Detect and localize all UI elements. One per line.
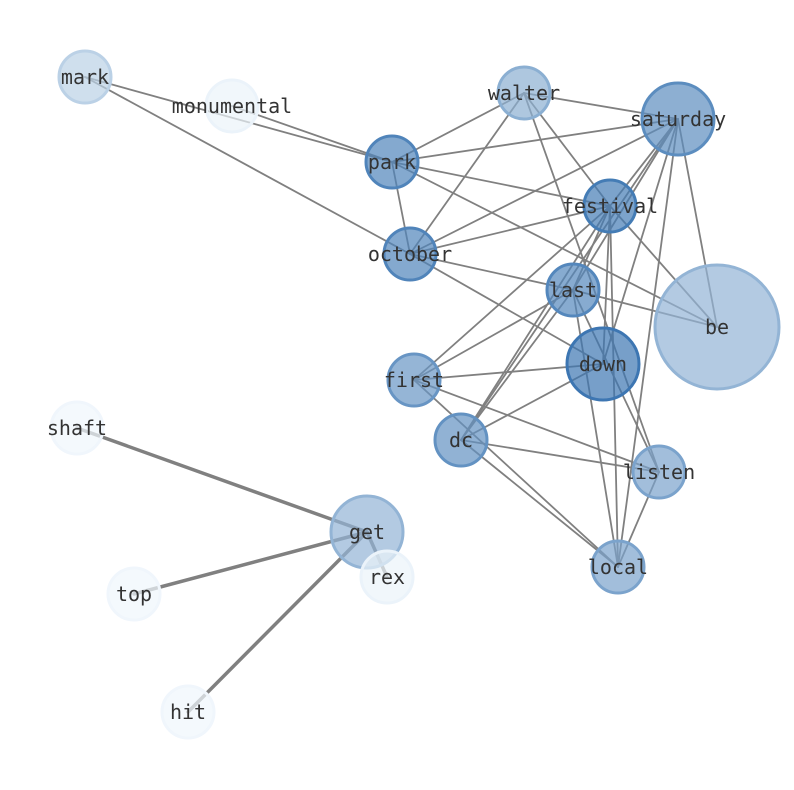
- node-label-last: last: [549, 278, 597, 302]
- edge-first-listen: [413, 379, 660, 473]
- node-circle-last: [545, 262, 601, 318]
- node-top: top: [106, 566, 162, 622]
- node-label-down: down: [579, 352, 627, 376]
- node-label-walter: walter: [488, 81, 560, 105]
- edge-october-last: [409, 253, 574, 291]
- edge-shaft-get: [75, 426, 369, 534]
- node-hit: hit: [160, 684, 216, 740]
- node-park: park: [364, 134, 420, 190]
- node-down: down: [565, 326, 641, 402]
- node-label-listen: listen: [623, 460, 695, 484]
- node-circle-saturday: [640, 81, 716, 157]
- node-mark: mark: [57, 49, 113, 105]
- node-label-monumental: monumental: [172, 94, 292, 118]
- node-label-rex: rex: [369, 565, 405, 589]
- node-label-top: top: [116, 582, 152, 606]
- node-saturday: saturday: [630, 81, 726, 157]
- edge-first-local: [413, 379, 619, 568]
- node-label-october: october: [368, 242, 452, 266]
- node-circle-local: [590, 539, 646, 595]
- node-circle-monumental: [204, 78, 260, 134]
- node-be: be: [653, 263, 781, 391]
- node-rex: rex: [359, 549, 415, 605]
- edge-top-get: [132, 530, 369, 596]
- node-label-first: first: [384, 368, 444, 392]
- node-circle-first: [386, 352, 442, 408]
- edge-last-first: [413, 289, 574, 381]
- edge-saturday-october: [409, 118, 679, 255]
- node-last: last: [545, 262, 601, 318]
- node-first: first: [384, 352, 444, 408]
- node-label-dc: dc: [449, 428, 473, 452]
- node-circle-down: [565, 326, 641, 402]
- node-circle-top: [106, 566, 162, 622]
- node-local: local: [588, 539, 648, 595]
- node-circle-walter: [496, 65, 552, 121]
- node-circle-october: [382, 226, 438, 282]
- edge-hit-get: [186, 530, 369, 714]
- node-circle-dc: [433, 412, 489, 468]
- edge-dc-listen: [460, 439, 660, 473]
- edge-last-dc: [460, 289, 574, 441]
- edge-saturday-local: [617, 118, 679, 568]
- node-label-be: be: [705, 315, 729, 339]
- node-circle-festival: [582, 178, 638, 234]
- node-label-festival: festival: [562, 194, 658, 218]
- edge-festival-first: [413, 205, 611, 381]
- node-circle-hit: [160, 684, 216, 740]
- node-label-shaft: shaft: [47, 416, 107, 440]
- node-circle-rex: [359, 549, 415, 605]
- node-circle-listen: [631, 444, 687, 500]
- edge-festival-october: [409, 205, 611, 255]
- node-walter: walter: [488, 65, 560, 121]
- edge-walter-october: [409, 92, 525, 255]
- edge-mark-october: [84, 76, 411, 255]
- node-circle-mark: [57, 49, 113, 105]
- edge-monumental-park: [231, 105, 393, 163]
- node-label-park: park: [368, 150, 416, 174]
- edge-festival-dc: [460, 205, 611, 441]
- node-monumental: monumental: [172, 78, 292, 134]
- node-circle-be: [653, 263, 781, 391]
- node-circle-park: [364, 134, 420, 190]
- node-shaft: shaft: [47, 400, 107, 456]
- edge-park-festival: [391, 161, 611, 207]
- node-circle-shaft: [49, 400, 105, 456]
- edge-park-saturday: [391, 118, 679, 163]
- node-dc: dc: [433, 412, 489, 468]
- node-festival: festival: [562, 178, 658, 234]
- node-layer: mark monumental walter saturday park festival…: [47, 49, 781, 740]
- node-october: october: [368, 226, 452, 282]
- node-listen: listen: [623, 444, 695, 500]
- node-label-local: local: [588, 555, 648, 579]
- node-label-saturday: saturday: [630, 107, 726, 131]
- node-label-mark: mark: [61, 65, 109, 89]
- edge-dc-local: [460, 439, 619, 568]
- node-label-get: get: [349, 520, 385, 544]
- node-label-hit: hit: [170, 700, 206, 724]
